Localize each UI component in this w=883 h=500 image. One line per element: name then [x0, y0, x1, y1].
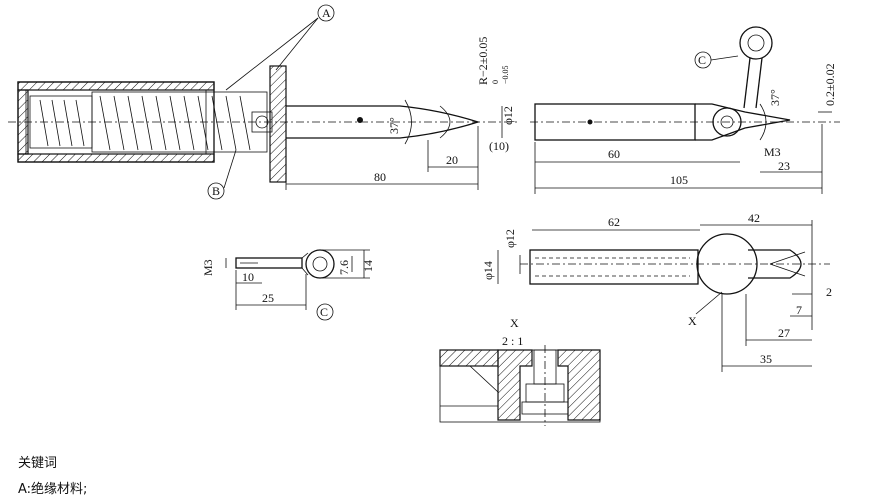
callout-b: B: [212, 184, 220, 198]
dim-25: 25: [262, 291, 274, 305]
dim-80: 80: [374, 170, 386, 184]
detail-scale: 2 : 1: [502, 334, 523, 348]
tip-tol: 0.2±0.02: [823, 63, 837, 106]
part-c-view: M3 10 25 7.6 14 C: [201, 249, 375, 321]
dim-7-6: 7.6: [337, 260, 351, 275]
section-view: 62 42 φ12 φ14 2 7 27 35 X: [481, 211, 832, 372]
dim-60: 60: [608, 147, 620, 161]
dim-37a: 37°: [387, 117, 401, 134]
legend-heading: 关键词: [18, 456, 58, 471]
dim-14: 14: [361, 260, 375, 272]
m3-c: M3: [201, 259, 215, 276]
phi14: φ14: [481, 261, 495, 280]
x-mark: X: [688, 314, 697, 328]
legend-item-a: A:绝缘材料;: [18, 482, 88, 497]
detail-x: X 2 : 1: [439, 316, 601, 426]
phi12-b: φ12: [503, 229, 517, 248]
phi12-a: φ12: [501, 106, 515, 125]
dim-7: 7: [796, 303, 802, 317]
dim-35: 35: [760, 352, 772, 366]
dim-37b: 37°: [768, 89, 782, 106]
dim-10: (10): [489, 139, 509, 153]
dim-2: 2: [826, 285, 832, 299]
dim-10c: 10: [242, 270, 254, 284]
callout-c-part: C: [320, 305, 328, 319]
tol-upper-a: 0: [491, 80, 500, 84]
callout-c-top: C: [698, 53, 706, 67]
dim-62: 62: [608, 215, 620, 229]
dim-42: 42: [748, 211, 760, 225]
m3-a: M3: [764, 145, 781, 159]
spring: [39, 95, 251, 151]
probe-view: C 60 105 23 M3 37° 0.2±0.02: [530, 26, 840, 194]
dim-27: 27: [778, 326, 790, 340]
dim-23: 23: [778, 159, 790, 173]
callout-a: A: [322, 6, 331, 20]
detail-title: X: [510, 316, 519, 330]
dim-20: 20: [446, 153, 458, 167]
assembly-view: A B 80 20 (10) 37° R−2±0.05 φ12 0 −0.05: [8, 4, 520, 200]
dim-105: 105: [670, 173, 688, 187]
r-label: R−2±0.05: [476, 37, 490, 85]
tol-lower-a: −0.05: [501, 65, 510, 84]
